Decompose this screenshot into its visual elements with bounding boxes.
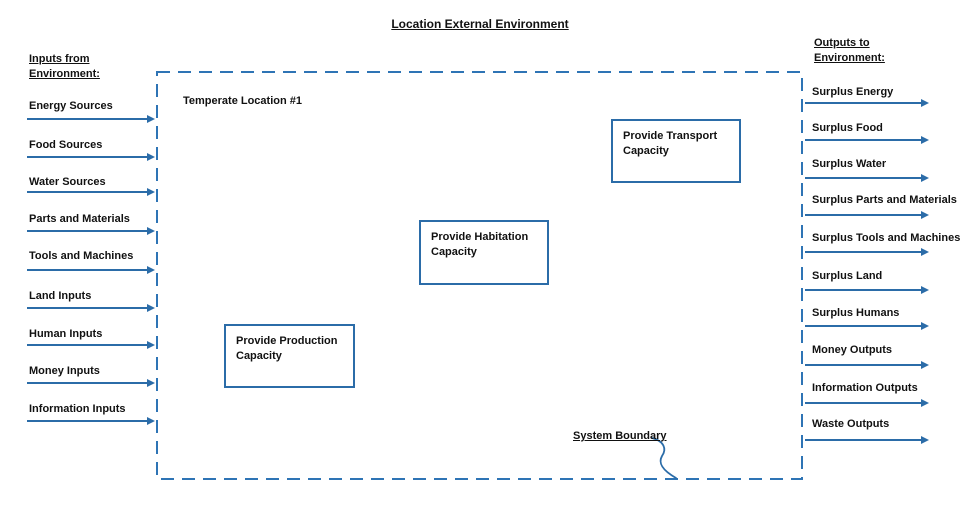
- input-label: Parts and Materials: [29, 213, 130, 225]
- input-arrow-icon: [27, 266, 155, 274]
- output-arrow-icon: [805, 286, 929, 294]
- input-label: Tools and Machines: [29, 250, 134, 262]
- output-arrow-icon: [805, 99, 929, 107]
- output-label: Waste Outputs: [812, 418, 890, 430]
- output-arrow-icon: [805, 361, 929, 369]
- output-label: Surplus Food: [812, 122, 883, 134]
- output-arrow-icon: [805, 174, 929, 182]
- function-box-habitation: Provide Habitation Capacity: [419, 220, 549, 285]
- input-label: Money Inputs: [29, 365, 100, 377]
- system-boundary-callout-squiggle: [651, 437, 677, 479]
- input-arrow-icon: [27, 153, 155, 161]
- output-label: Surplus Tools and Machines: [812, 232, 960, 244]
- output-label: Information Outputs: [812, 382, 918, 394]
- input-arrow-icon: [27, 188, 155, 196]
- input-label: Information Inputs: [29, 403, 126, 415]
- output-label: Surplus Water: [812, 158, 887, 170]
- output-label: Surplus Humans: [812, 307, 900, 319]
- input-label: Human Inputs: [29, 328, 103, 340]
- input-label: Land Inputs: [29, 290, 92, 302]
- input-arrow-icon: [27, 304, 155, 312]
- location-label: Temperate Location #1: [183, 95, 302, 107]
- diagram-title: Location External Environment: [391, 17, 569, 31]
- output-arrow-icon: [805, 322, 929, 330]
- function-box-production: Provide Production Capacity: [224, 324, 355, 388]
- input-label: Water Sources: [29, 176, 106, 188]
- input-arrow-icon: [27, 341, 155, 349]
- system-boundary-label: System Boundary: [573, 430, 667, 442]
- input-arrow-icon: [27, 417, 155, 425]
- input-label: Energy Sources: [29, 100, 113, 112]
- output-label: Surplus Energy: [812, 86, 894, 98]
- output-arrow-icon: [805, 399, 929, 407]
- function-box-transport: Provide Transport Capacity: [611, 119, 741, 183]
- outputs-header: Outputs to Environment:: [814, 37, 885, 64]
- output-arrow-icon: [805, 436, 929, 444]
- output-label: Money Outputs: [812, 344, 893, 356]
- inputs-header: Inputs from Environment:: [29, 53, 100, 80]
- input-label: Food Sources: [29, 139, 103, 151]
- output-arrow-icon: [805, 248, 929, 256]
- input-arrow-icon: [27, 227, 155, 235]
- output-arrow-icon: [805, 211, 929, 219]
- output-label: Surplus Parts and Materials: [812, 194, 957, 206]
- input-arrow-icon: [27, 115, 155, 123]
- output-label: Surplus Land: [812, 270, 883, 282]
- input-arrow-icon: [27, 379, 155, 387]
- output-arrow-icon: [805, 136, 929, 144]
- system-boundary-dashed-box: [156, 71, 803, 480]
